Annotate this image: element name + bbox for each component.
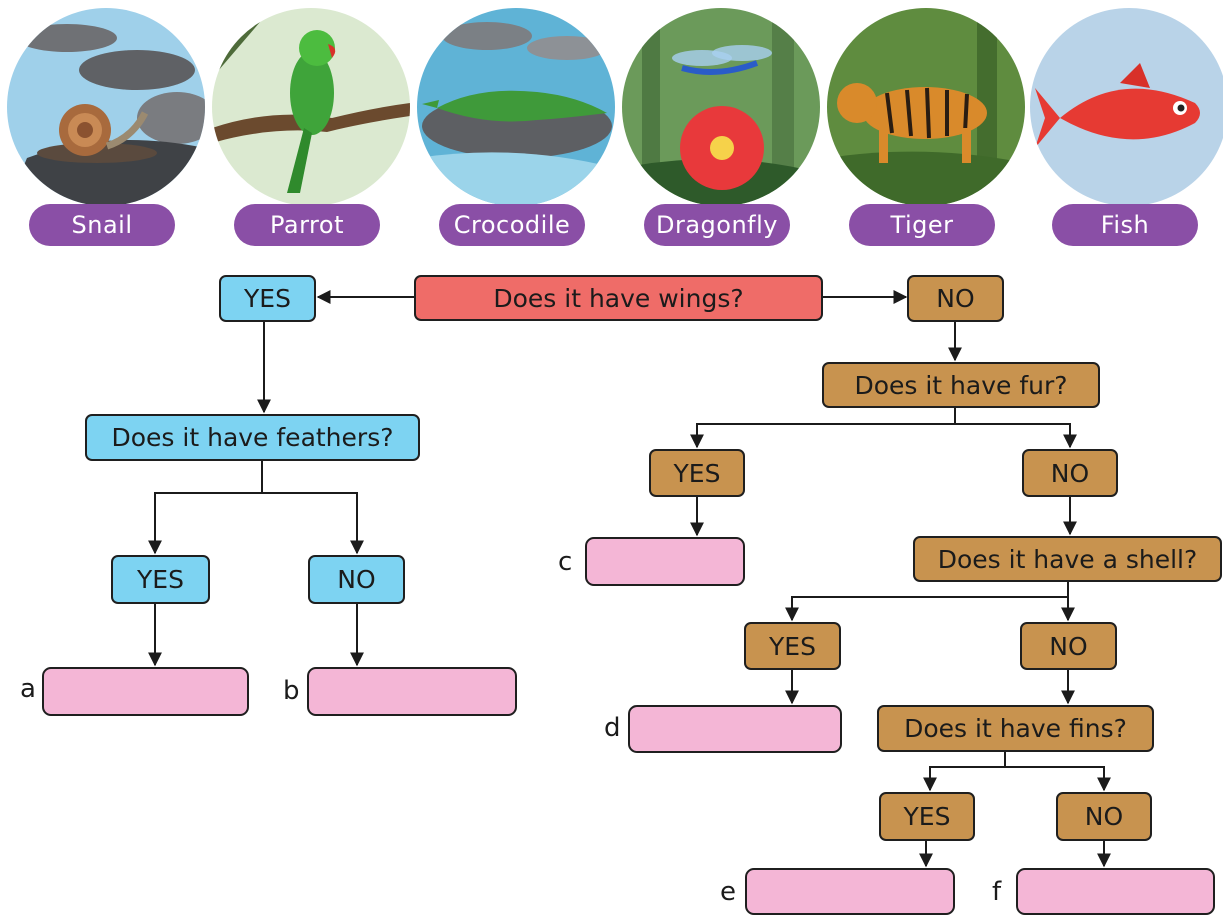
crocodile-icon: [417, 8, 615, 206]
answer-box-e[interactable]: [745, 868, 955, 915]
answer-letter-c: c: [558, 547, 573, 577]
animal-card-fish: Fish: [1030, 8, 1223, 248]
answer-fur-yes: YES: [649, 449, 745, 497]
snail-icon: [7, 8, 205, 206]
answer-letter-d: d: [604, 713, 621, 743]
answer-feathers-yes: YES: [111, 555, 210, 604]
animal-label-crocodile: Crocodile: [439, 204, 585, 246]
animal-card-snail: Snail: [7, 8, 205, 248]
answer-letter-e: e: [720, 877, 736, 907]
answer-shell-no: NO: [1020, 622, 1117, 670]
parrot-icon: [212, 8, 410, 206]
answer-wings-no: NO: [907, 275, 1004, 322]
answer-fins-yes: YES: [879, 792, 975, 841]
answer-letter-a: a: [20, 674, 36, 704]
animal-card-tiger: Tiger: [827, 8, 1025, 248]
answer-shell-yes: YES: [744, 622, 841, 670]
question-fins: Does it have fins?: [877, 705, 1154, 752]
animal-label-tiger: Tiger: [849, 204, 995, 246]
answer-box-b[interactable]: [307, 667, 517, 716]
answer-box-c[interactable]: [585, 537, 745, 586]
answer-feathers-no: NO: [308, 555, 405, 604]
fish-icon: [1030, 8, 1223, 206]
animal-label-fish: Fish: [1052, 204, 1198, 246]
question-fur: Does it have fur?: [822, 362, 1100, 408]
answer-letter-b: b: [283, 676, 300, 706]
answer-box-f[interactable]: [1016, 868, 1215, 915]
answer-box-d[interactable]: [628, 705, 842, 753]
answer-box-a[interactable]: [42, 667, 249, 716]
animal-card-dragonfly: Dragonfly: [622, 8, 820, 248]
animal-card-parrot: Parrot: [212, 8, 410, 248]
question-wings: Does it have wings?: [414, 275, 823, 321]
answer-fur-no: NO: [1022, 449, 1118, 497]
answer-letter-f: f: [992, 877, 1002, 907]
animal-label-parrot: Parrot: [234, 204, 380, 246]
question-shell: Does it have a shell?: [913, 536, 1222, 582]
question-feathers: Does it have feathers?: [85, 414, 420, 461]
animal-label-dragonfly: Dragonfly: [644, 204, 790, 246]
dragonfly-icon: [622, 8, 820, 206]
animal-card-crocodile: Crocodile: [417, 8, 615, 248]
answer-fins-no: NO: [1056, 792, 1152, 841]
answer-wings-yes: YES: [219, 275, 316, 322]
animal-label-snail: Snail: [29, 204, 175, 246]
tiger-icon: [827, 8, 1025, 206]
